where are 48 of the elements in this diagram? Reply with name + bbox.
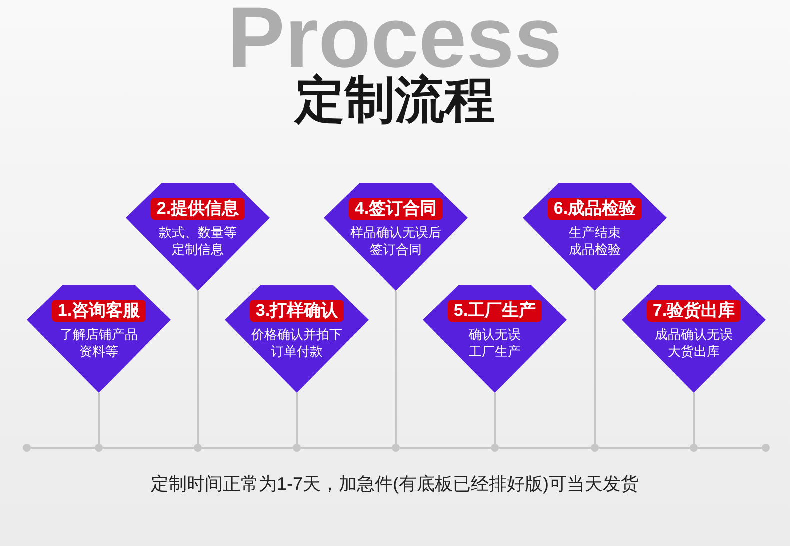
step-badge: 3.打样确认 xyxy=(250,300,344,322)
timeline-dot xyxy=(591,444,599,452)
step-badge: 7.验货出库 xyxy=(646,300,742,322)
step-description: 成品确认无误大货出库 xyxy=(654,326,734,360)
step-description: 了解店铺产品资料等 xyxy=(58,326,139,360)
connector-line xyxy=(296,393,298,444)
step-description: 价格确认并拍下订单付款 xyxy=(250,326,344,360)
timeline-line xyxy=(698,447,762,449)
timeline-line xyxy=(202,447,293,449)
caption-text: 定制时间正常为1-7天，加急件(有底板已经排好版)可当天发货 xyxy=(151,473,639,496)
step-diamond xyxy=(523,183,667,291)
timeline-line xyxy=(103,447,194,449)
timeline-line xyxy=(301,447,392,449)
connector-line xyxy=(693,393,695,444)
timeline-dot xyxy=(690,444,698,452)
step-badge: 5.工厂生产 xyxy=(448,300,542,322)
background-heading: Process xyxy=(228,6,562,70)
step-diamond xyxy=(324,183,468,291)
step-badge: 1.咨询客服 xyxy=(52,300,146,322)
timeline-dot xyxy=(491,444,499,452)
timeline-dot xyxy=(392,444,400,452)
step-diamond xyxy=(225,285,369,393)
step-description: 样品确认无误后签订合同 xyxy=(349,224,442,258)
connector-line xyxy=(594,291,596,444)
timeline-dot xyxy=(762,444,770,452)
step-description: 确认无误工厂生产 xyxy=(468,326,522,360)
connector-line xyxy=(197,291,199,444)
timeline-line xyxy=(499,447,591,449)
connector-line xyxy=(395,291,397,444)
timeline-dot xyxy=(194,444,202,452)
step-badge: 4.签订合同 xyxy=(348,198,444,220)
step-badge: 6.成品检验 xyxy=(548,198,642,220)
timeline-dot xyxy=(95,444,103,452)
timeline-dot xyxy=(23,444,31,452)
step-diamond xyxy=(423,285,567,393)
connector-line xyxy=(98,393,100,444)
timeline-line xyxy=(599,447,690,449)
step-diamond xyxy=(622,285,766,393)
step-diamond xyxy=(126,183,270,291)
step-badge: 2.提供信息 xyxy=(150,198,246,220)
step-description: 生产结束成品检验 xyxy=(568,224,622,258)
timeline-line xyxy=(400,447,491,449)
step-diamond xyxy=(27,285,171,393)
connector-line xyxy=(494,393,496,444)
page-title: 定制流程 xyxy=(295,74,495,126)
timeline-line xyxy=(31,447,95,449)
step-description: 款式、数量等定制信息 xyxy=(158,224,238,258)
timeline-dot xyxy=(293,444,301,452)
